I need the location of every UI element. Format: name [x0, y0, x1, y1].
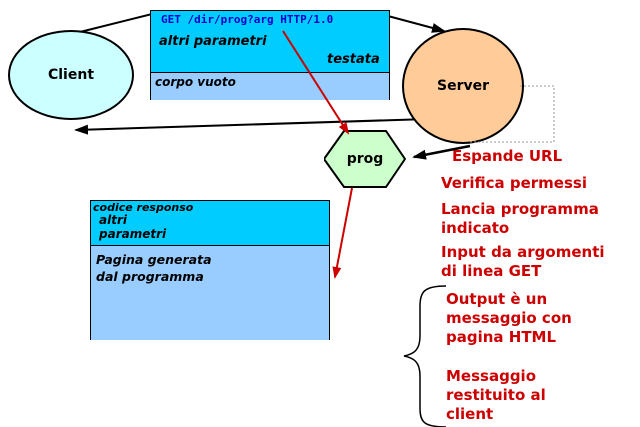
response-params-label-2: parametri — [99, 227, 167, 241]
request-header-section: GET /dir/prog?arg HTTP/1.0 altri paramet… — [151, 11, 389, 72]
request-other-params-label: altri parametri — [159, 34, 267, 49]
http-request-message-box: GET /dir/prog?arg HTTP/1.0 altri paramet… — [150, 10, 390, 100]
request-empty-body-label: corpo vuoto — [155, 75, 236, 89]
response-body-text: Pagina generata dal programma — [96, 252, 212, 284]
response-body-section: Pagina generata dal programma — [91, 245, 329, 340]
prog-label: prog — [346, 151, 384, 167]
annotation-lancia-programma: Lancia programma indicato — [441, 200, 599, 237]
server-node: Server — [402, 28, 524, 144]
client-node: Client — [8, 30, 134, 120]
annotation-output-messaggio: Output è un messaggio con pagina HTML — [446, 290, 572, 346]
request-line-text: GET /dir/prog?arg HTTP/1.0 — [161, 13, 334, 26]
output-group-brace — [403, 285, 447, 427]
request-testata-label: testata — [327, 52, 380, 67]
annotation-messaggio-restituito: Messaggio restituito al client — [446, 367, 546, 423]
prog-node: prog — [322, 130, 407, 188]
server-label: Server — [436, 78, 489, 94]
response-params-label-1: altri — [99, 213, 127, 227]
annotation-input-argomenti: Input da argomenti di linea GET — [441, 243, 605, 280]
http-response-message-box: codice responso altri parametri Pagina g… — [90, 200, 330, 340]
client-label: Client — [47, 67, 95, 83]
prog-to-response-arrow — [332, 187, 353, 279]
request-body-section: corpo vuoto — [151, 72, 389, 100]
response-header-section: codice responso altri parametri — [91, 201, 329, 245]
annotation-espande-url: Espande URL — [452, 147, 563, 165]
response-status-label: codice responso — [93, 201, 194, 214]
annotation-verifica-permessi: Verifica permessi — [441, 174, 587, 192]
response-flow-arrow — [74, 117, 461, 135]
